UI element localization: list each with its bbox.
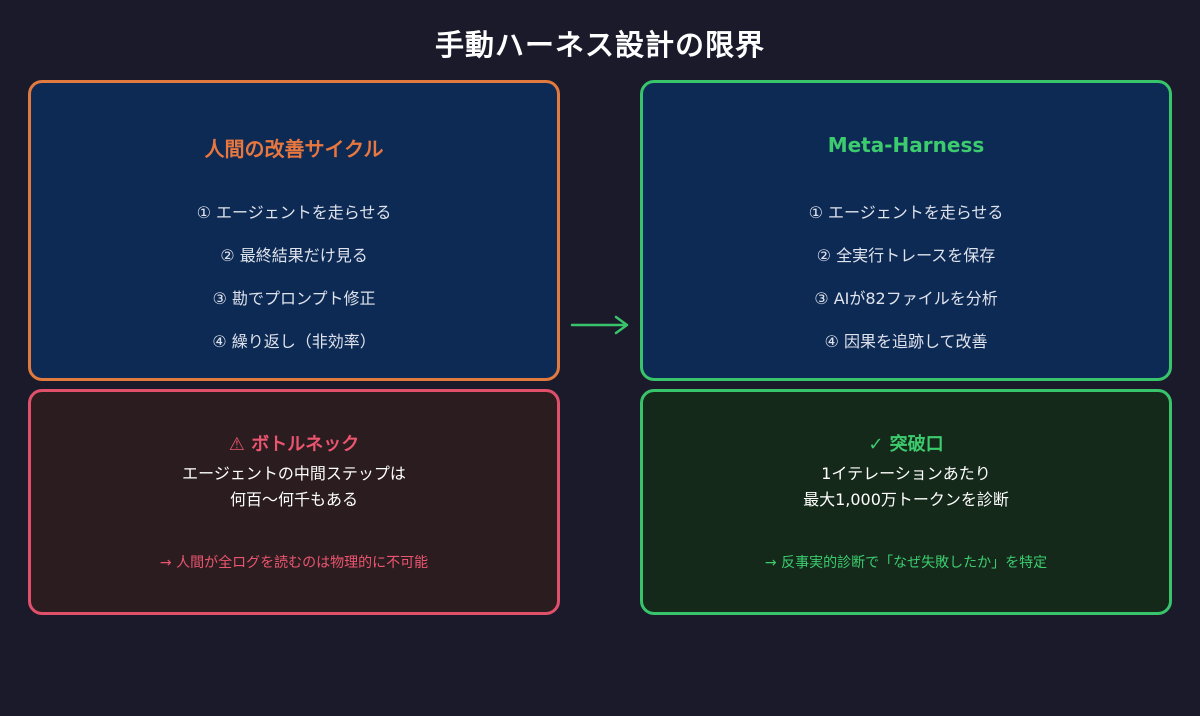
breakthrough-note: → 反事実的診断で「なぜ失敗したか」を特定 [764, 555, 1048, 571]
human-step: ③ 勘でプロンプト修正 [212, 289, 376, 308]
bottleneck-panel: ⚠ ボトルネック エージェントの中間ステップは 何百〜何千もある → 人間が全ロ… [28, 389, 560, 615]
bottleneck-line: エージェントの中間ステップは [182, 464, 406, 483]
bottleneck-title: ⚠ ボトルネック [228, 434, 360, 455]
meta-harness-title: Meta-Harness [827, 133, 985, 157]
human-cycle-steps: ① エージェントを走らせる ② 最終結果だけ見る ③ 勘でプロンプト修正 ④ 繰… [31, 199, 557, 371]
meta-harness-steps: ① エージェントを走らせる ② 全実行トレースを保存 ③ AIが82ファイルを分… [643, 199, 1169, 371]
meta-harness-panel: Meta-Harness ① エージェントを走らせる ② 全実行トレースを保存 … [640, 80, 1172, 381]
human-cycle-panel: 人間の改善サイクル ① エージェントを走らせる ② 最終結果だけ見る ③ 勘でプ… [28, 80, 560, 381]
meta-step: ④ 因果を追跡して改善 [824, 332, 988, 351]
arrow-right-icon [570, 315, 629, 335]
breakthrough-title: ✓ 突破口 [868, 434, 944, 455]
breakthrough-panel: ✓ 突破口 1イテレーションあたり 最大1,000万トークンを診断 → 反事実的… [640, 389, 1172, 615]
human-step: ④ 繰り返し（非効率） [212, 332, 376, 351]
breakthrough-line: 1イテレーションあたり [821, 464, 991, 483]
breakthrough-description: 1イテレーションあたり 最大1,000万トークンを診断 [643, 461, 1169, 513]
bottleneck-description: エージェントの中間ステップは 何百〜何千もある [31, 461, 557, 513]
breakthrough-line: 最大1,000万トークンを診断 [803, 490, 1009, 509]
human-step: ① エージェントを走らせる [196, 203, 392, 222]
meta-step: ③ AIが82ファイルを分析 [814, 289, 998, 308]
human-step: ② 最終結果だけ見る [220, 246, 368, 265]
page-title: 手動ハーネス設計の限界 [434, 28, 765, 62]
meta-step: ② 全実行トレースを保存 [816, 246, 996, 265]
human-cycle-title: 人間の改善サイクル [204, 137, 384, 161]
meta-step: ① エージェントを走らせる [808, 203, 1004, 222]
bottleneck-note: → 人間が全ログを読むのは物理的に不可能 [159, 555, 429, 571]
bottleneck-line: 何百〜何千もある [229, 490, 358, 509]
